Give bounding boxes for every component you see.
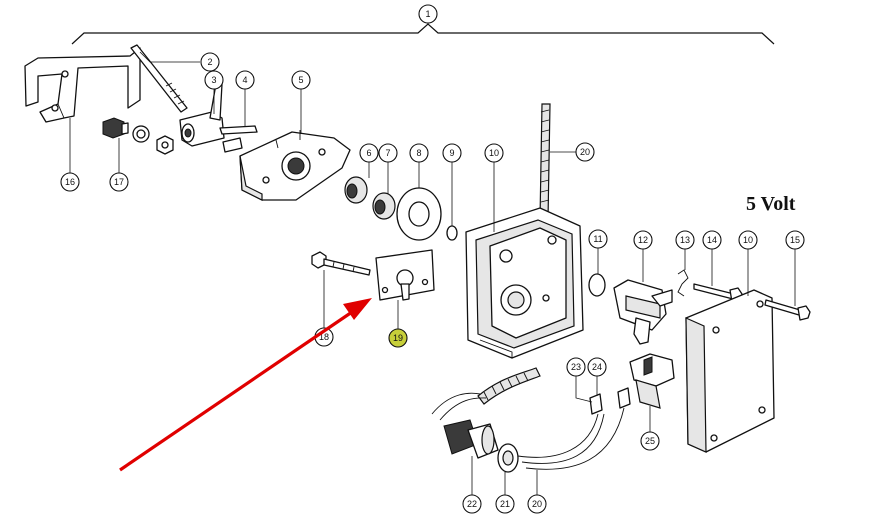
callout-24: 24 bbox=[587, 357, 607, 377]
callout-16: 16 bbox=[60, 172, 80, 192]
bolt-and-nut bbox=[102, 117, 174, 155]
callout-5: 5 bbox=[291, 70, 311, 90]
svg-text:7: 7 bbox=[385, 148, 390, 158]
svg-text:4: 4 bbox=[242, 75, 247, 85]
svg-text:11: 11 bbox=[593, 234, 602, 244]
svg-text:10: 10 bbox=[489, 148, 499, 158]
svg-text:14: 14 bbox=[707, 235, 717, 245]
svg-text:8: 8 bbox=[416, 148, 421, 158]
svg-text:5: 5 bbox=[298, 75, 303, 85]
connector-plug bbox=[629, 353, 675, 409]
rod bbox=[130, 44, 188, 113]
ball-bearing-7 bbox=[372, 192, 396, 220]
svg-text:17: 17 bbox=[114, 177, 124, 187]
callout-17: 17 bbox=[109, 172, 129, 192]
callout-13: 13 bbox=[675, 230, 695, 250]
spring-clip bbox=[677, 269, 689, 297]
wire-terminals bbox=[589, 387, 631, 415]
svg-text:22: 22 bbox=[467, 499, 477, 509]
callout-25: 25 bbox=[640, 431, 660, 451]
callouts: 1 2 3 4 5 6 7 8 9 10 20 16 17 18 19 11 1… bbox=[60, 4, 805, 514]
callout-22: 22 bbox=[462, 494, 482, 514]
clamp-collar bbox=[179, 83, 225, 147]
svg-text:18: 18 bbox=[319, 332, 329, 342]
svg-text:20: 20 bbox=[532, 499, 542, 509]
svg-text:6: 6 bbox=[366, 148, 371, 158]
wires bbox=[431, 392, 625, 470]
small-ring bbox=[446, 225, 458, 241]
svg-text:12: 12 bbox=[638, 235, 648, 245]
callout-3: 3 bbox=[204, 70, 224, 90]
svg-text:16: 16 bbox=[65, 177, 75, 187]
red-pointer-arrow bbox=[119, 298, 372, 472]
svg-text:23: 23 bbox=[571, 362, 581, 372]
screw-15 bbox=[764, 299, 811, 321]
callout-2: 2 bbox=[200, 52, 220, 72]
callout-10-cover: 10 bbox=[738, 230, 758, 250]
assembly-bracket bbox=[71, 23, 775, 45]
svg-text:10: 10 bbox=[743, 235, 753, 245]
callout-4: 4 bbox=[235, 70, 255, 90]
callout-14: 14 bbox=[702, 230, 722, 250]
svg-text:13: 13 bbox=[680, 235, 690, 245]
svg-text:25: 25 bbox=[645, 436, 655, 446]
svg-text:1: 1 bbox=[425, 9, 430, 19]
callout-12: 12 bbox=[633, 230, 653, 250]
leader-lines bbox=[69, 51, 796, 495]
svg-text:24: 24 bbox=[592, 362, 602, 372]
svg-text:20: 20 bbox=[580, 147, 590, 157]
pin bbox=[219, 125, 258, 153]
flexible-conduit-top bbox=[539, 103, 551, 221]
gasket-plate bbox=[375, 249, 435, 301]
sensor-module bbox=[613, 279, 673, 345]
ball-bearing-6 bbox=[344, 176, 368, 204]
callout-23: 23 bbox=[566, 357, 586, 377]
svg-text:19: 19 bbox=[393, 333, 403, 343]
svg-text:2: 2 bbox=[207, 57, 212, 67]
svg-text:21: 21 bbox=[500, 499, 510, 509]
housing-box bbox=[465, 207, 584, 359]
mounting-bracket bbox=[24, 47, 141, 123]
callout-20-top: 20 bbox=[575, 142, 595, 162]
flange-plate bbox=[239, 130, 351, 201]
callout-21: 21 bbox=[495, 494, 515, 514]
callout-6: 6 bbox=[359, 143, 379, 163]
cover-plate bbox=[685, 289, 775, 453]
large-washer bbox=[396, 187, 442, 241]
flexible-conduit-bottom bbox=[477, 367, 541, 405]
callout-20-bottom: 20 bbox=[527, 494, 547, 514]
screw bbox=[311, 251, 371, 276]
callout-19-highlighted: 19 bbox=[388, 328, 408, 348]
o-ring bbox=[588, 273, 606, 297]
svg-text:15: 15 bbox=[790, 235, 800, 245]
gland-nut bbox=[497, 443, 519, 473]
callout-10: 10 bbox=[484, 143, 504, 163]
callout-7: 7 bbox=[378, 143, 398, 163]
callout-11: 11 bbox=[588, 229, 608, 249]
callout-8: 8 bbox=[409, 143, 429, 163]
voltage-label: 5 Volt bbox=[746, 193, 796, 215]
callout-9: 9 bbox=[442, 143, 462, 163]
callout-15: 15 bbox=[785, 230, 805, 250]
svg-text:9: 9 bbox=[449, 148, 454, 158]
cable-gland bbox=[443, 419, 499, 459]
svg-text:3: 3 bbox=[211, 75, 216, 85]
callout-1: 1 bbox=[418, 4, 438, 24]
